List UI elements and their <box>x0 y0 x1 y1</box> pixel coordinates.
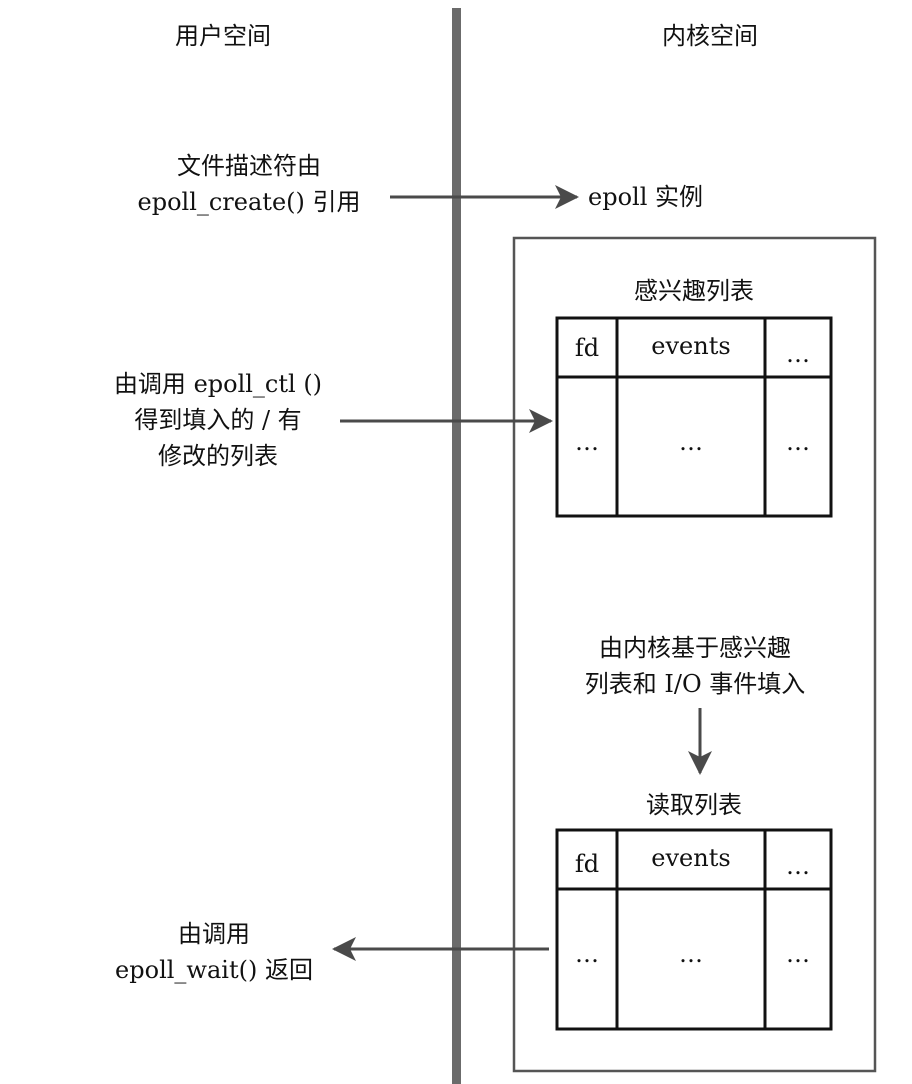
kernel-fill-note: 由内核基于感兴趣 列表和 I/O 事件填入 <box>584 634 806 698</box>
interest-list-title: 感兴趣列表 <box>634 277 754 305</box>
user-space-heading: 用户空间 <box>175 22 271 50</box>
epoll-create-label: 文件描述符由 epoll_create() 引用 <box>137 152 361 216</box>
ready-list-grid <box>555 828 833 1031</box>
interest-row-events: … <box>679 428 703 456</box>
epoll-ctl-label: 由调用 epoll_ctl () 得到填入的 / 有 修改的列表 <box>113 370 323 470</box>
ready-row-events: … <box>679 940 703 968</box>
interest-header-events: events <box>651 332 731 360</box>
interest-header-more: … <box>786 339 810 368</box>
interest-row-fd: … <box>575 428 599 456</box>
ready-header-events: events <box>651 844 731 872</box>
ready-row-fd: … <box>575 940 599 968</box>
interest-row-more: … <box>786 428 810 456</box>
interest-header-fd: fd <box>574 333 600 362</box>
ready-row-more: … <box>786 940 810 968</box>
space-divider <box>452 8 461 1084</box>
interest-list-grid <box>555 316 833 518</box>
ready-header-more: … <box>786 851 810 880</box>
kernel-space-heading: 内核空间 <box>662 22 758 50</box>
epoll-wait-label: 由调用 epoll_wait() 返回 <box>115 920 313 984</box>
ready-list-title: 读取列表 <box>646 791 742 819</box>
epoll-instance-label: epoll 实例 <box>588 183 703 211</box>
ready-header-fd: fd <box>574 849 600 878</box>
epoll-instance-box <box>512 236 877 1073</box>
